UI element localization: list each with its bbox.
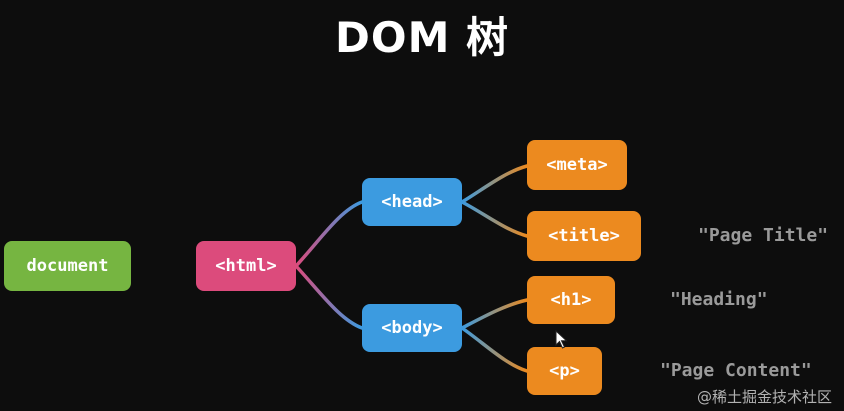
node-head: <head> — [362, 178, 462, 226]
node-body: <body> — [362, 304, 462, 352]
edge-head-meta — [460, 164, 529, 204]
node-title: <title> — [527, 211, 641, 261]
edge-html-head — [294, 200, 364, 268]
node-html: <html> — [196, 241, 296, 291]
text-node-page-content: "Page Content" — [660, 360, 812, 381]
text-node-heading: "Heading" — [670, 289, 768, 310]
node-meta: <meta> — [527, 140, 627, 190]
edge-body-h1 — [460, 298, 529, 330]
mouse-cursor-icon — [555, 330, 568, 349]
text-node-page-title: "Page Title" — [698, 225, 829, 246]
node-p: <p> — [527, 347, 602, 395]
node-document: document — [4, 241, 131, 291]
edge-body-p — [460, 326, 529, 373]
diagram-title: DOM 树 — [335, 13, 509, 62]
watermark: @稀土掘金技术社区 — [696, 388, 832, 406]
edge-head-title — [460, 200, 529, 238]
node-h1: <h1> — [527, 276, 615, 324]
edge-html-body — [294, 264, 364, 330]
